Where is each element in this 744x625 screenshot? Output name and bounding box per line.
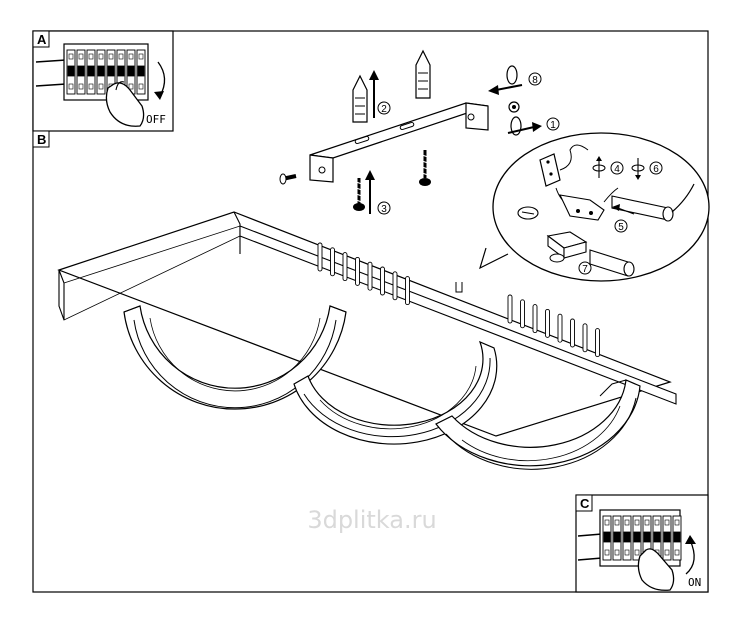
svg-text:8: 8 bbox=[532, 75, 538, 86]
step-8-marker: 8 bbox=[528, 72, 542, 86]
breaker-toggle bbox=[653, 531, 661, 543]
cable-icon bbox=[577, 533, 603, 561]
lamp-shade-left bbox=[123, 305, 347, 410]
cable-sleeve-icon bbox=[603, 183, 695, 222]
watermark-text: 3dplitka.ru bbox=[307, 506, 436, 534]
off-label: OFF bbox=[146, 113, 166, 126]
rotation-icon bbox=[631, 158, 645, 180]
vent-slot bbox=[405, 276, 410, 306]
rotation-icon bbox=[506, 65, 522, 136]
breaker-toggle bbox=[643, 531, 651, 543]
mounting-bracket bbox=[309, 102, 489, 183]
breaker-toggle bbox=[613, 531, 621, 543]
cable-icon bbox=[35, 59, 67, 87]
screw-icon bbox=[419, 150, 431, 186]
vent-slots bbox=[507, 294, 600, 358]
vent-slot bbox=[582, 323, 588, 353]
vent-slot bbox=[532, 304, 538, 334]
step-6-marker: 6 bbox=[649, 161, 663, 175]
svg-text:2: 2 bbox=[381, 104, 387, 115]
vent-slot bbox=[330, 247, 335, 277]
hand-icon bbox=[105, 82, 145, 127]
on-label: ON bbox=[688, 576, 701, 589]
panel-b-letter: B bbox=[37, 132, 46, 147]
panel-a: A OFF bbox=[32, 30, 174, 132]
breaker-switch-icon bbox=[599, 509, 682, 567]
breaker-toggle bbox=[137, 65, 145, 77]
vent-slot bbox=[392, 271, 398, 301]
breaker-toggle bbox=[97, 65, 105, 77]
cable-sleeve-icon bbox=[589, 249, 635, 277]
breaker-toggle bbox=[633, 531, 641, 543]
step-5-marker: 5 bbox=[614, 219, 628, 233]
wall-plug-icon bbox=[352, 74, 368, 123]
terminal-block-icon bbox=[539, 153, 561, 187]
breaker-toggle bbox=[127, 65, 135, 77]
terminal-block-icon bbox=[546, 231, 588, 263]
wall-plug-icon bbox=[415, 49, 431, 99]
breaker-switch-icon bbox=[63, 43, 149, 101]
ceiling-lamp-icon bbox=[57, 211, 677, 470]
screw-icon bbox=[279, 173, 297, 185]
screw-icon bbox=[353, 178, 365, 211]
vent-slots bbox=[317, 242, 410, 306]
hand-icon bbox=[637, 548, 675, 591]
breaker-toggle bbox=[87, 65, 95, 77]
vent-slot bbox=[520, 299, 525, 329]
panel-a-letter-box bbox=[32, 30, 50, 48]
step-4-marker: 4 bbox=[610, 161, 624, 175]
terminal-block-icon bbox=[559, 194, 605, 221]
vent-slot bbox=[355, 256, 360, 286]
breaker-toggle bbox=[663, 531, 671, 543]
panel-b-frame bbox=[32, 30, 709, 593]
vent-slot bbox=[545, 308, 550, 338]
vent-slot bbox=[380, 266, 385, 296]
breaker-toggle bbox=[107, 65, 115, 77]
vent-slot bbox=[570, 318, 575, 348]
vent-slot bbox=[557, 313, 563, 343]
svg-text:5: 5 bbox=[618, 222, 624, 233]
svg-text:4: 4 bbox=[614, 164, 620, 175]
panel-c-letter-box bbox=[575, 494, 593, 512]
lamp-shade-right bbox=[435, 379, 641, 470]
panel-c-letter: C bbox=[580, 496, 590, 511]
step-1-marker: 1 bbox=[546, 117, 560, 131]
svg-text:7: 7 bbox=[582, 264, 588, 275]
breaker-toggle bbox=[67, 65, 75, 77]
step-7-marker: 7 bbox=[578, 261, 592, 275]
step-2-marker: 2 bbox=[377, 101, 391, 115]
rotation-icon bbox=[592, 156, 606, 178]
vent-slot bbox=[342, 252, 348, 282]
breaker-toggle bbox=[77, 65, 85, 77]
svg-text:1: 1 bbox=[550, 120, 556, 131]
breaker-toggle bbox=[623, 531, 631, 543]
breaker-toggle bbox=[603, 531, 611, 543]
vent-slot bbox=[595, 328, 600, 358]
vent-slot bbox=[317, 242, 323, 272]
wiring-detail-callout: 4 6 5 7 bbox=[479, 132, 710, 282]
vent-slot bbox=[507, 294, 513, 324]
panel-c: C ON bbox=[575, 494, 709, 593]
panel-a-letter: A bbox=[37, 32, 47, 47]
panel-b-letter-box bbox=[32, 130, 50, 148]
breaker-toggle bbox=[673, 531, 681, 543]
svg-text:3: 3 bbox=[381, 204, 387, 215]
breaker-toggle bbox=[117, 65, 125, 77]
step-3-marker: 3 bbox=[377, 201, 391, 215]
svg-text:6: 6 bbox=[653, 164, 659, 175]
vent-slot bbox=[367, 261, 373, 291]
